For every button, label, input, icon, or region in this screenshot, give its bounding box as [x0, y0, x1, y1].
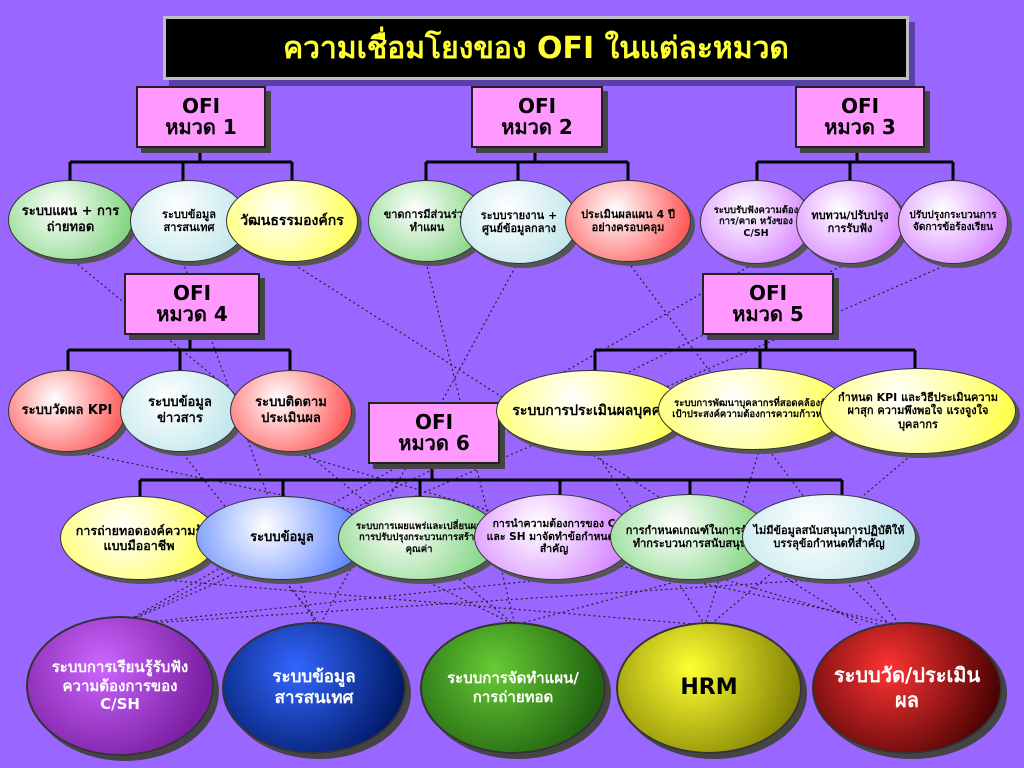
- cat3-item-complaint-process: ปรับปรุงกระบวนการจัดการข้อร้องเรียน: [898, 180, 1008, 264]
- category-box-1: OFI หมวด 1: [136, 86, 266, 148]
- cat1-item-culture: วัฒนธรรมองค์กร: [226, 180, 358, 262]
- outcome-hrm: HRM: [616, 622, 802, 754]
- category-number-label: หมวด 4: [156, 302, 228, 326]
- page-title: ความเชื่อมโยงของ OFI ในแต่ละหมวด: [163, 16, 909, 80]
- cat6-item-dissemination-system: ระบบการเผยแพร่และเปลี่ยนผลการปรับปรุงกระ…: [338, 496, 500, 580]
- cat4-item-news-system: ระบบข้อมูลข่าวสาร: [120, 370, 240, 452]
- category-number-label: หมวด 2: [501, 115, 573, 139]
- cat6-item-knowledge-transfer: การถ่ายทอดองค์ความรู้แบบมืออาชีพ: [60, 496, 218, 580]
- cat4-item-kpi-system: ระบบวัดผล KPI: [8, 370, 126, 452]
- cat6-item-no-support-data: ไม่มีข้อมูลสนับสนุนการปฏิบัติให้บรรลุข้อ…: [742, 494, 916, 580]
- category-box-2: OFI หมวด 2: [471, 86, 603, 148]
- cat5-item-performance-evaluation: ระบบการประเมินผลบุคคล: [496, 370, 686, 452]
- cat5-item-staff-development: ระบบการพัฒนาบุคลากรที่สอดคล้องกับเป้าประ…: [658, 368, 848, 450]
- cat3-item-listening-system: ระบบรับฟังความต้อง การ/คาด หวังของ C/SH: [700, 180, 812, 264]
- outcome-planning-deployment: ระบบการจัดทำแผน/การถ่ายทอด: [420, 622, 606, 754]
- category-box-4: OFI หมวด 4: [124, 273, 260, 335]
- category-box-5: OFI หมวด 5: [702, 273, 834, 335]
- category-box-3: OFI หมวด 3: [795, 86, 925, 148]
- category-ofi-label: OFI: [748, 281, 788, 305]
- category-number-label: หมวด 5: [732, 302, 804, 326]
- category-ofi-label: OFI: [181, 94, 221, 118]
- category-number-label: หมวด 3: [824, 115, 896, 139]
- outcome-learning-listening: ระบบการเรียนรู้รับฟังความต้องการของ C/SH: [26, 616, 214, 756]
- cat5-item-kpi-wellbeing: กำหนด KPI และวิธีประเมินความผาสุก ความพึ…: [820, 368, 1016, 454]
- cat4-item-monitoring-system: ระบบติดตามประเมินผล: [230, 370, 352, 452]
- outcome-information-system: ระบบข้อมูลสารสนเทศ: [222, 622, 406, 754]
- cat1-item-plan-system: ระบบแผน + การถ่ายทอด: [8, 180, 133, 260]
- category-number-label: หมวด 1: [165, 115, 237, 139]
- cat2-item-report-system: ระบบรายงาน + ศูนย์ข้อมูลกลาง: [460, 180, 578, 264]
- category-ofi-label: OFI: [517, 94, 557, 118]
- category-ofi-label: OFI: [172, 281, 212, 305]
- cat3-item-review-listening: ทบทวน/ปรับปรุงการรับฟัง: [796, 180, 904, 264]
- category-ofi-label: OFI: [414, 410, 454, 434]
- category-ofi-label: OFI: [840, 94, 880, 118]
- cat2-item-plan-evaluation: ประเมินผลแผน 4 ปี อย่างครอบคลุม: [565, 180, 691, 262]
- category-number-label: หมวด 6: [398, 431, 470, 455]
- outcome-measurement-evaluation: ระบบวัด/ประเมินผล: [812, 622, 1002, 754]
- category-box-6: OFI หมวด 6: [368, 402, 500, 464]
